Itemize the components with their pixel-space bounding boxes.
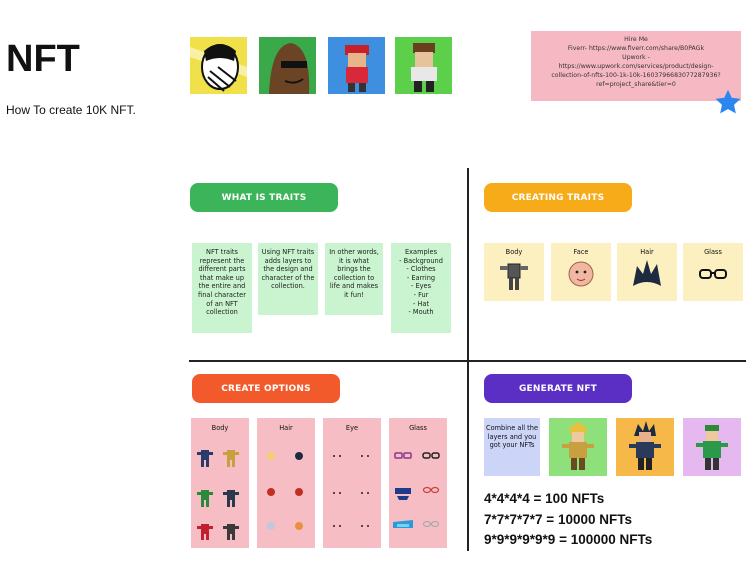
- create-options-heading: CREATE OPTIONS: [192, 374, 340, 403]
- vertical-divider: [467, 168, 469, 551]
- hire-line[interactable]: collection-of-nfts-100-1k-10k-1603796683…: [551, 72, 721, 79]
- option-column-hair: Hair: [257, 418, 315, 548]
- glass-options-icon: [393, 452, 440, 528]
- horizontal-divider: [189, 360, 746, 362]
- trait-card-label: Face: [573, 248, 589, 256]
- generated-nft-3: [683, 418, 741, 476]
- combination-formula: 7*7*7*7*7 = 10000 NFTs: [484, 512, 632, 527]
- option-column-label: Eye: [345, 424, 359, 432]
- trait-card-label: Hair: [640, 248, 654, 256]
- page-title: NFT: [6, 38, 80, 80]
- eye-options-icon: [333, 455, 369, 527]
- trait-card-glass: Glass: [683, 243, 743, 301]
- hair-options-icon: [267, 452, 303, 530]
- traits-note-4: Examples - Background - Clothes - Earrin…: [391, 243, 451, 333]
- hire-line[interactable]: ref=project_share&tier=0: [596, 81, 676, 88]
- traits-note-2: Using NFT traits adds layers to the desi…: [258, 243, 318, 315]
- nft-thumbnail-2: [259, 37, 316, 94]
- option-column-label: Glass: [409, 424, 427, 432]
- hire-line: Upwork -: [622, 54, 650, 61]
- option-column-label: Hair: [279, 424, 293, 432]
- nft-thumbnail-4: [395, 37, 452, 94]
- nft-thumbnail-3: [328, 37, 385, 94]
- what-is-traits-heading: WHAT IS TRAITS: [190, 183, 338, 212]
- generated-nft-2: [616, 418, 674, 476]
- trait-card-face: Face: [551, 243, 611, 301]
- creating-traits-heading: CREATING TRAITS: [484, 183, 632, 212]
- traits-note-1: NFT traits represent the different parts…: [192, 243, 252, 333]
- face-icon: [568, 261, 594, 287]
- trait-card-body: Body: [484, 243, 544, 301]
- traits-note-3: In other words, it is what brings the co…: [325, 243, 383, 315]
- hair-icon: [633, 260, 661, 286]
- option-column-glass: Glass: [389, 418, 447, 548]
- combination-formula: 9*9*9*9*9*9 = 100000 NFTs: [484, 532, 653, 547]
- trait-card-label: Body: [505, 248, 523, 256]
- glasses-icon: [699, 269, 727, 279]
- hire-line[interactable]: Fiverr- https://www.fiverr.com/share/B0P…: [567, 45, 705, 52]
- generated-nft-1: [549, 418, 607, 476]
- hire-me-note: Hire Me Fiverr- https://www.fiverr.com/s…: [531, 31, 741, 101]
- star-icon: [714, 88, 742, 116]
- hire-line[interactable]: https://www.upwork.com/services/product/…: [558, 63, 714, 70]
- trait-card-label: Glass: [704, 248, 722, 256]
- body-options-icon: [197, 450, 239, 540]
- option-column-label: Body: [211, 424, 229, 432]
- page-subtitle: How To create 10K NFT.: [6, 103, 136, 117]
- generate-note: Combine all the layers and you got your …: [484, 418, 540, 476]
- option-column-eye: Eye: [323, 418, 381, 548]
- combination-formula: 4*4*4*4 = 100 NFTs: [484, 491, 605, 506]
- trait-card-hair: Hair: [617, 243, 677, 301]
- hire-line: Hire Me: [624, 36, 648, 43]
- option-column-body: Body: [191, 418, 249, 548]
- body-icon: [500, 263, 528, 290]
- generate-nft-heading: GENERATE NFT: [484, 374, 632, 403]
- nft-thumbnail-1: [190, 37, 247, 94]
